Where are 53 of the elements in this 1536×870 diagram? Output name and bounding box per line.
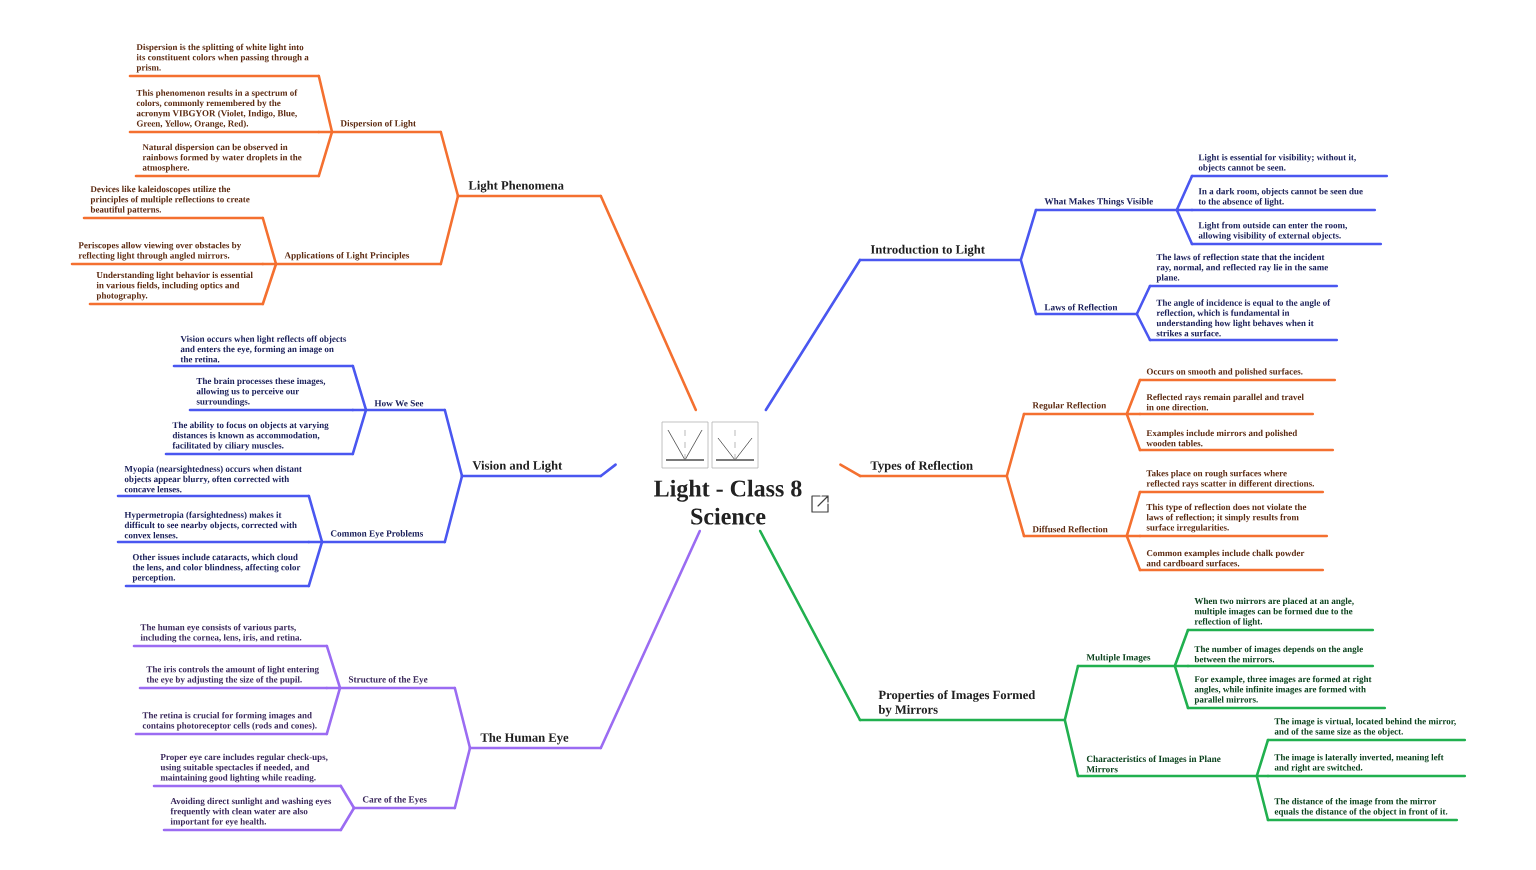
connector-line bbox=[1019, 258, 1038, 316]
connector-line bbox=[764, 258, 862, 412]
connector-line bbox=[351, 364, 368, 412]
connector-line bbox=[325, 644, 342, 690]
connector-line bbox=[1125, 490, 1142, 538]
connector-line bbox=[351, 408, 368, 456]
connector-line bbox=[1173, 664, 1190, 710]
connector-line bbox=[758, 529, 862, 722]
connector-line bbox=[1005, 412, 1026, 478]
connector-line bbox=[1125, 534, 1142, 572]
connector-line bbox=[1175, 208, 1194, 212]
connector-line bbox=[599, 194, 698, 412]
connector-line bbox=[307, 494, 324, 544]
connector-line bbox=[1063, 718, 1080, 778]
connector-line bbox=[307, 540, 324, 588]
connector-line bbox=[599, 463, 617, 478]
connector-line bbox=[1255, 774, 1270, 778]
connector-line bbox=[1255, 738, 1270, 778]
connector-line bbox=[317, 74, 334, 134]
connector-line bbox=[1135, 312, 1152, 342]
connector-line bbox=[453, 746, 472, 810]
connector-line bbox=[339, 806, 356, 832]
connector-line bbox=[339, 784, 356, 810]
connector-line bbox=[443, 408, 464, 478]
connector-line bbox=[325, 686, 342, 736]
connector-line bbox=[1175, 174, 1194, 212]
connector-line bbox=[1135, 284, 1152, 316]
connector-line bbox=[325, 686, 342, 690]
connector-line bbox=[261, 262, 278, 306]
connector-line bbox=[839, 463, 862, 478]
connector-line bbox=[1063, 664, 1080, 722]
connector-line bbox=[1019, 208, 1038, 262]
connector-line bbox=[1125, 534, 1142, 538]
connector-line bbox=[443, 474, 464, 544]
connector-line bbox=[261, 216, 278, 266]
central-topic: Light - Class 8 Science bbox=[654, 479, 802, 525]
connector-line bbox=[1125, 412, 1142, 452]
connector-line bbox=[1173, 664, 1190, 668]
connector-line bbox=[351, 408, 368, 412]
connector-line bbox=[1005, 474, 1026, 538]
connector-line bbox=[1125, 412, 1142, 416]
connector-line bbox=[1125, 378, 1142, 416]
connector-line bbox=[1173, 628, 1190, 668]
connector-line bbox=[317, 130, 334, 134]
connector-line bbox=[1175, 208, 1194, 246]
connector-line bbox=[261, 262, 278, 266]
connector-line bbox=[439, 130, 460, 198]
connector-line bbox=[307, 540, 324, 544]
connector-line bbox=[439, 194, 460, 266]
connector-line bbox=[599, 529, 702, 750]
connector-line bbox=[317, 130, 334, 178]
connector-line bbox=[1255, 774, 1270, 822]
connector-line bbox=[453, 686, 472, 750]
